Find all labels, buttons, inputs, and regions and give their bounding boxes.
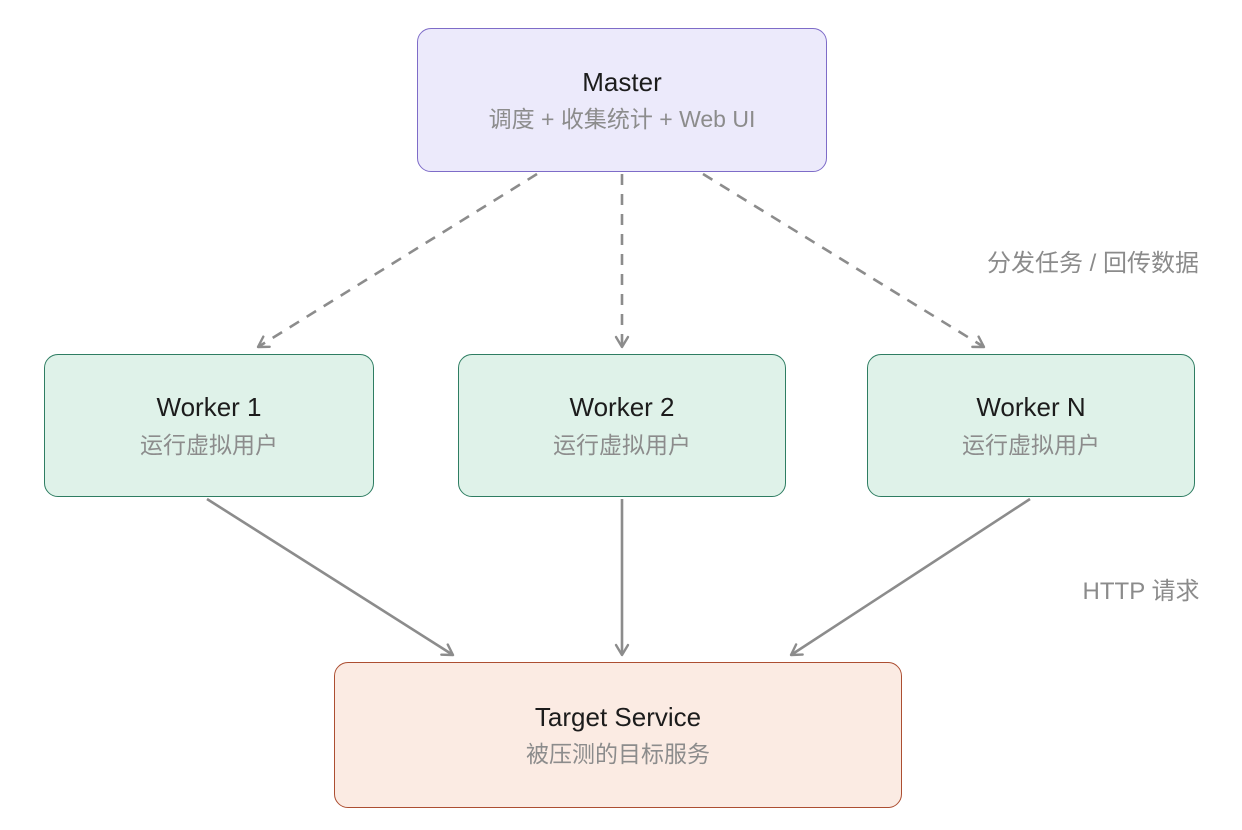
- solid-edges-group: [206, 497, 1031, 657]
- worker1-title: Worker 1: [156, 392, 262, 423]
- master-subtitle: 调度 + 收集统计 + Web UI: [488, 106, 756, 133]
- worker2-node: Worker 2 运行虚拟用户: [458, 354, 786, 497]
- worker2-subtitle: 运行虚拟用户: [553, 431, 691, 458]
- master-node: Master 调度 + 收集统计 + Web UI: [417, 28, 827, 172]
- target-service-node: Target Service 被压测的目标服务: [334, 662, 902, 808]
- edge-master-to-worker1: [256, 172, 538, 349]
- workerN-title: Worker N: [976, 392, 1086, 423]
- worker1-subtitle: 运行虚拟用户: [140, 431, 278, 458]
- edge-worker1-to-target: [206, 497, 455, 657]
- target-service-subtitle: 被压测的目标服务: [526, 741, 710, 768]
- workerN-node: Worker N 运行虚拟用户: [867, 354, 1195, 497]
- master-title: Master: [582, 66, 662, 97]
- edge-label-distribute: 分发任务 / 回传数据: [987, 250, 1199, 277]
- edge-workerN-to-target: [789, 497, 1031, 657]
- dashed-edges-group: [256, 172, 986, 349]
- worker2-title: Worker 2: [569, 392, 675, 423]
- target-service-title: Target Service: [534, 701, 702, 732]
- workerN-subtitle: 运行虚拟用户: [962, 431, 1100, 458]
- edge-master-to-workerN: [702, 172, 986, 349]
- edge-label-http: HTTP 请求: [1083, 578, 1200, 605]
- worker1-node: Worker 1 运行虚拟用户: [44, 354, 374, 497]
